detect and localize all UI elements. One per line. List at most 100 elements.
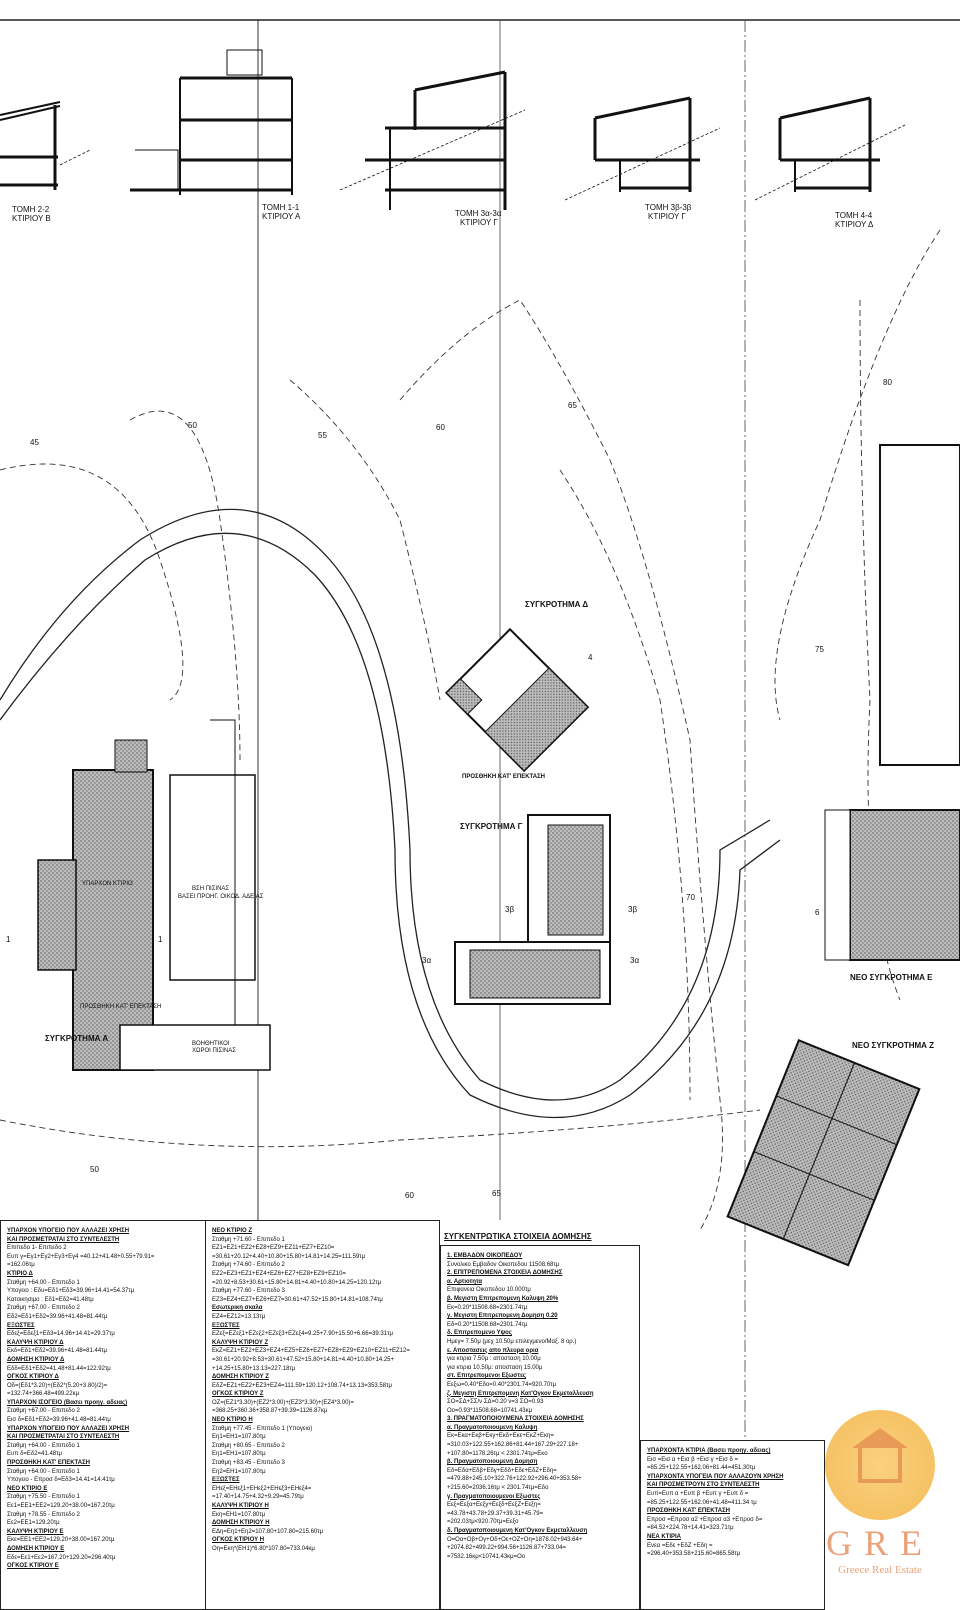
pool-label: ΒΣΗ ΠΙΣΙΝΑΣ — [192, 886, 229, 892]
table-line: =296.40+353.58+215.60=865.58τμ — [647, 1551, 741, 1558]
table-heading: β. Μεγιστη Επιτρεπομενη Καλυψη 20% — [447, 1295, 559, 1302]
table-line: Σταθμη +71.60 - Επιπεδο 1 — [212, 1236, 285, 1243]
right-summary-table: ΥΠΑΡΧΟΝΤΑ ΚΤΙΡΙΑ (Βασει προηγ. αδειας)Ει… — [640, 1440, 825, 1610]
contour-label: 50 — [90, 1165, 99, 1174]
table-heading: ΕΞΩΣΤΕΣ — [7, 1322, 35, 1329]
sun-logo-icon — [825, 1410, 935, 1520]
table-heading: ΝΕΟ ΚΤΙΡΙΟ Η — [212, 1417, 253, 1424]
table-line: Εη1=ΕΗ1=107.80τμ — [212, 1451, 266, 1458]
table-line: Εε1=ΕΕ1+ΕΕ2=129.20+38.00=167.20τμ — [7, 1503, 115, 1509]
table-line: ΕΖ2=ΕΖ3+ΕΖ1+ΕΖ4+ΕΖ6+ΕΖ7+ΕΖ8+ΕΖ9+ΕΖ10= — [212, 1270, 346, 1277]
section-2-2 — [0, 101, 91, 190]
house-icon — [858, 1445, 902, 1483]
pool-sublabel: ΒΑΣΕΙ ΠΡΟΗΓ. ΟΙΚΟΔ. ΑΔΕΙΑΣ — [178, 894, 264, 900]
table-line: +2074.82+499.22+994.56+1126.87+733.04= — [447, 1545, 567, 1552]
table-line: Οο=0.93*11508.68=10741.43κμ — [447, 1407, 533, 1414]
table-heading: ΝΕΟ ΚΤΙΡΙΟ Ε — [7, 1485, 48, 1492]
table-line: =30.61+20.92+8.53+30.61+47.52+15.80+14.8… — [212, 1356, 395, 1363]
table-heading: ΟΓΚΟΣ ΚΤΙΡΙΟΥ Δ — [7, 1374, 59, 1381]
table-line: Εεξ=Εεξα+Εεξγ+Εεξδ+ΕεξΖ+Εεξη= — [447, 1502, 541, 1509]
summary-title: ΣΥΓΚΕΝΤΡΩΤΙΚΑ ΣΤΟΙΧΕΙΑ ΔΟΜΗΣΗΣ — [444, 1232, 592, 1241]
table-line: Επιφανεια Οικοπεδου 10.000τμ — [447, 1287, 531, 1294]
table-line: Ευπ=Ευπ α +Ευπ β +Ευπ γ +Ευπ δ = — [647, 1490, 749, 1497]
section-mark: 3α — [630, 956, 639, 965]
table-line: Σταθμη +67.00 - Επιπεδο 2 — [7, 1305, 80, 1312]
table-line: =368.25+360.36+358.87+39.39=1126.87κμ — [212, 1408, 328, 1415]
table-line: Σταθμη +64.00 - Επιπεδο 1 — [7, 1468, 80, 1475]
contour-label: 60 — [436, 423, 445, 432]
table-heading: ΚΑΙ ΠΡΟΣΜΕΤΡΑΤΑΙ ΣΤΟ ΣΥΝΤΕΛΕΣΤΗ — [7, 1434, 120, 1441]
table-heading: ΥΠΑΡΧΟΝ ΥΠΟΓΕΙΟ ΠΟΥ ΑΛΛΑΖΕΙ ΧΡΗΣΗ — [7, 1228, 130, 1234]
table-line: Σταθμη +75.50 - Επιπεδο 1 — [7, 1494, 80, 1501]
table-heading: ΚΑΛΥΨΗ ΚΤΙΡΙΟΥ Δ — [7, 1339, 64, 1346]
pool-outline — [169, 774, 256, 981]
existing-a-label: ΥΠΑΡΧΟΝ ΚΤΙΡΙΟ — [82, 881, 133, 887]
table-heading: στ. Επιτρεπομενοι Εξωστες — [447, 1373, 527, 1380]
logo-brand: GRE — [826, 1523, 934, 1563]
section-mark: 3α — [422, 956, 431, 965]
table-line: ΕΗεξ=ΕΗεξ1+ΕΗεξ2+ΕΗεξ3+ΕΗεξ4= — [212, 1485, 312, 1492]
table-heading: α. Αρτιοτητα — [447, 1278, 483, 1285]
table-heading: δ. Πραγματοποιουμενη Κατ'Ογκον Εκμεταλλε… — [447, 1528, 588, 1534]
section-title: ΤΟΜΗ 3β-3β — [645, 203, 692, 212]
table-line: Σταθμη +80.65 - Επιπεδο 2 — [212, 1442, 285, 1449]
table-line: Σταθμη +83.45 - Επιπεδο 3 — [212, 1460, 285, 1467]
table-heading: ΔΟΜΗΣΗ ΚΤΙΡΙΟΥ Δ — [7, 1356, 65, 1363]
table-line: +14.25+15.80+13.13=227.18τμ — [212, 1365, 296, 1372]
table-line: Επιπεδο 1- Επιπεδο 2 — [7, 1245, 67, 1252]
section-1-1 — [130, 49, 293, 195]
plan-notes: ΒΣΗ ΠΙΣΙΝΑΣ ΒΑΣΕΙ ΠΡΟΗΓ. ΟΙΚΟΔ. ΑΔΕΙΑΣ Β… — [6, 653, 820, 1054]
section-labels: ΤΟΜΗ 2-2 ΚΤΙΡΙΟΥ Β ΤΟΜΗ 1-1 ΚΤΙΡΙΟΥ Α ΤΟ… — [12, 203, 874, 229]
table-heading: ΚΑΙ ΠΡΟΣΜΕΤΡΑΤΑΙ ΣΤΟ ΣΥΝΤΕΛΕΣΤΗ — [7, 1236, 120, 1243]
table-line: Οη=Εκη*(ΕΗ1)*6.80*107.80=733.04κμ — [212, 1545, 315, 1552]
table-heading: ΚΑΛΥΨΗ ΚΤΙΡΙΟΥ Ε — [7, 1528, 64, 1535]
contour-label: 65 — [568, 401, 577, 410]
section-subtitle: ΚΤΙΡΙΟΥ Α — [262, 212, 301, 221]
table-line: Σταθμη +77.60 - Επιπεδο 3 — [212, 1288, 285, 1295]
table-line: Εδεξ=Εδεξ1+Εδ3=14.96+14.41=29.37τμ — [7, 1331, 115, 1338]
table-line: +107.80=1178.26τμ < 2301.74τμ=Εκο — [447, 1450, 548, 1457]
section-mark: 1 — [6, 935, 11, 944]
section-mark: 3β — [628, 905, 637, 914]
table-line: για κτιρια 7.50μ : αποσταση 10.00μ — [447, 1356, 541, 1363]
contour-label: 75 — [815, 645, 824, 654]
section-3b-3b — [564, 96, 721, 201]
table-heading: ΔΟΜΗΣΗ ΚΤΙΡΙΟΥ Ζ — [212, 1374, 269, 1381]
plan-labels: ΣΥΓΚΡΟΤΗΜΑ Δ ΠΡΟΣΘΗΚΗ ΚΑΤ' ΕΠΕΚΤΑΣΗ ΣΥΓΚ… — [45, 600, 934, 1050]
contour-label: 80 — [883, 378, 892, 387]
complex-z-building — [726, 1039, 921, 1267]
table-heading: 3. ΠΡΑΓΜΑΤΟΠΟΙΟΥΜΕΝΑ ΣΤΟΙΧΕΙΑ ΔΟΜΗΣΗΣ — [447, 1416, 584, 1423]
section-mark: 3β — [505, 905, 514, 914]
table-heading: α. Πραγματοποιουμενη Καλυψη — [447, 1424, 538, 1431]
table-line: Ευπ δ=Εδ2=41.48τμ — [7, 1451, 62, 1458]
contour-label: 50 — [188, 421, 197, 430]
table-heading: ΥΠΑΡΧΟΝ ΙΣΟΓΕΙΟ (Βασει προηγ. αδειας) — [7, 1399, 128, 1406]
table-line: Σταθμη +77.45 - Επιπεδο 1 (Υπογειο) — [212, 1425, 313, 1432]
table-line: Υπογειο : Εδυ=Εδ1+Εδ3=39.96+14.41=54.37τ… — [7, 1288, 135, 1295]
addition-d-label: ΠΡΟΣΘΗΚΗ ΚΑΤ' ΕΠΕΚΤΑΣΗ — [462, 774, 545, 780]
table-line: Ο=Οα+Οβ+Ογ+Οδ+Οε+ΟΖ+Οη=1878.02+943.64+ — [447, 1536, 583, 1543]
table-line: =20.92+8.53+30.61+15.80+14.81+4.40+10.80… — [212, 1279, 382, 1286]
table-heading: δ. Επιτρεπομενο Υψος — [447, 1330, 512, 1337]
table-heading: ΠΡΟΣΘΗΚΗ ΚΑΤ' ΕΠΕΚΤΑΣΗ — [647, 1508, 731, 1515]
table-heading: ΟΓΚΟΣ ΚΤΙΡΙΟΥ Ε — [7, 1563, 59, 1570]
table-line: Εισ δ=Εδ1+Εδ2=39.96+41.48=81.44τμ — [7, 1417, 111, 1424]
contour-label: 55 — [318, 431, 327, 440]
table-line: Σταθμη +78.55 - Επιπεδο 2 — [7, 1511, 80, 1518]
contour-label: 60 — [405, 1191, 414, 1200]
table-line: Εε2=ΕΕ1=129.20τμ — [7, 1520, 60, 1527]
table-heading: β. Πραγματοποιουμενη Δομηση — [447, 1459, 538, 1466]
complex-a-building — [37, 719, 271, 1071]
contour-label: 70 — [686, 893, 695, 902]
complex-e-label: ΝΕΟ ΣΥΓΚΡΟΤΗΜΑ Ε — [850, 973, 933, 982]
table-heading: ΚΑΛΥΨΗ ΚΤΙΡΙΟΥ Η — [212, 1503, 269, 1509]
table-heading: ΕΞΩΣΤΕΣ — [212, 1477, 240, 1484]
section-mark: 6 — [815, 908, 820, 917]
table-line: Εκδ=Εδ1+Εδ2=39.96+41.48=81.44τμ — [7, 1348, 108, 1355]
table-line: Σταθμη +74.60 - Επιπεδο 2 — [212, 1262, 285, 1269]
table-line: Ενεα =Εδε +ΕδΖ +Εδη = — [647, 1542, 713, 1549]
table-line: Συνολικο Εμβαδον Οικοπεδου 11508.68τμ — [447, 1261, 560, 1268]
table-heading: ΔΟΜΗΣΗ ΚΤΙΡΙΟΥ Ε — [7, 1545, 65, 1552]
